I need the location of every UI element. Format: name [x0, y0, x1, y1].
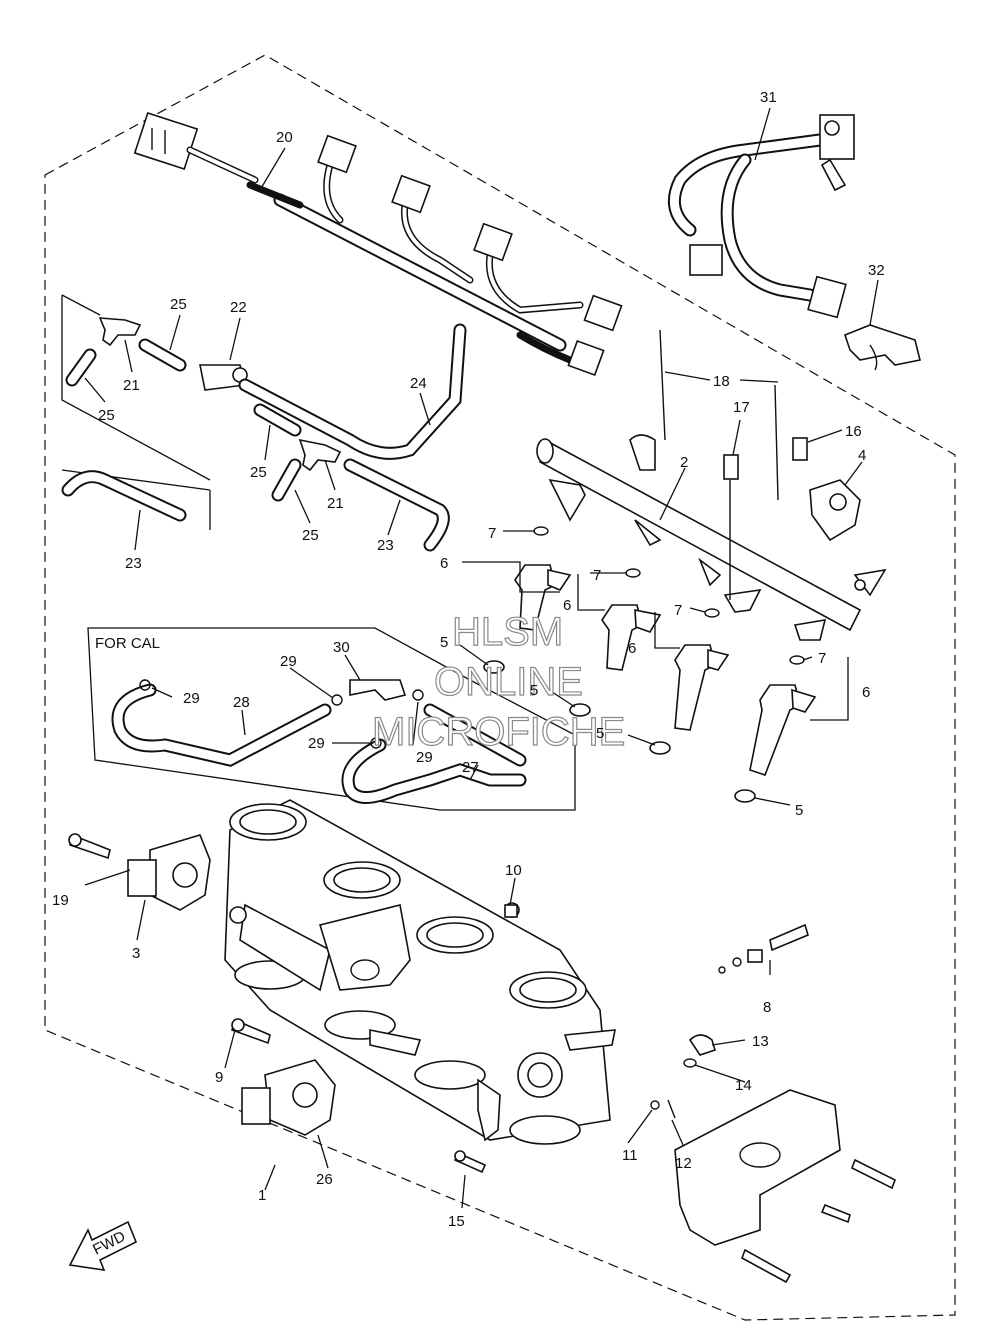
callout-19: 19 — [52, 892, 69, 909]
callout-23a: 23 — [125, 555, 142, 572]
callout-23b: 23 — [377, 537, 394, 554]
callout-25c: 25 — [250, 464, 267, 481]
callout-2: 2 — [680, 454, 688, 471]
callout-12: 12 — [675, 1155, 692, 1172]
callout-27: 27 — [462, 759, 479, 776]
callout-8: 8 — [763, 999, 771, 1016]
throttle-position-sensor-26 — [231, 1018, 336, 1136]
callout-9: 9 — [215, 1069, 223, 1086]
for-cal-box — [87, 627, 576, 811]
callout-7d: 7 — [818, 650, 826, 667]
callout-6c: 6 — [628, 640, 636, 657]
callout-11: 11 — [622, 1147, 638, 1164]
callout-6d: 6 — [862, 684, 870, 701]
injector-2 — [569, 568, 662, 717]
callout-29d: 29 — [416, 749, 433, 766]
watermark-line-3: MICROFICHE — [372, 710, 625, 754]
callout-29c: 29 — [308, 735, 325, 752]
callout-14: 14 — [735, 1077, 752, 1094]
callout-5c: 5 — [596, 725, 604, 742]
leader-lines — [84, 107, 879, 1209]
callout-10: 10 — [505, 862, 522, 879]
callout-1: 1 — [258, 1187, 266, 1204]
callout-5b: 5 — [530, 682, 538, 699]
callout-32: 32 — [868, 262, 885, 279]
callout-3: 3 — [132, 945, 140, 962]
cover-plate — [674, 1089, 897, 1284]
callout-20: 20 — [276, 129, 293, 146]
callout-5d: 5 — [795, 802, 803, 819]
callout-21b: 21 — [327, 495, 344, 512]
callout-17: 17 — [733, 399, 750, 416]
callout-5a: 5 — [440, 634, 448, 651]
callout-30: 30 — [333, 639, 350, 656]
watermark-line-2: ONLINE — [434, 660, 583, 704]
callout-29a: 29 — [280, 653, 297, 670]
clamp-bracket — [844, 324, 921, 371]
callout-15: 15 — [448, 1213, 465, 1230]
callout-26: 26 — [316, 1171, 333, 1188]
callout-25b: 25 — [98, 407, 115, 424]
sub-wire-lead — [667, 114, 855, 319]
callout-6b: 6 — [563, 597, 571, 614]
callout-7b: 7 — [593, 567, 601, 584]
callout-28: 28 — [233, 694, 250, 711]
injector-3 — [649, 608, 730, 755]
hose-clips — [659, 329, 779, 501]
callout-16: 16 — [845, 423, 862, 440]
pressure-sensor — [723, 437, 861, 600]
injector-1 — [483, 526, 572, 674]
wire-harness — [133, 111, 623, 377]
small-hardware — [453, 904, 809, 1174]
hose-kit-left — [61, 294, 467, 552]
callout-24: 24 — [410, 375, 427, 392]
callout-6a: 6 — [440, 555, 448, 572]
callout-7a: 7 — [488, 525, 496, 542]
callout-21a: 21 — [123, 377, 140, 394]
for-cal-label: FOR CAL — [95, 635, 160, 652]
injector-4 — [734, 655, 817, 803]
callout-29b: 29 — [183, 690, 200, 707]
callout-18: 18 — [713, 373, 730, 390]
callout-22: 22 — [230, 299, 247, 316]
watermark-line-1: HLSM — [452, 610, 563, 654]
fwd-arrow: FWD — [68, 1220, 138, 1271]
throttle-body — [224, 799, 616, 1145]
callout-31: 31 — [760, 89, 777, 106]
callout-13: 13 — [752, 1033, 769, 1050]
watermark: HLSM ONLINE MICROFICHE — [371, 609, 626, 754]
callouts: 1 2 3 4 5 5 5 5 6 6 6 6 7 7 7 7 8 9 10 1… — [52, 89, 885, 1230]
fuel-rail — [536, 434, 887, 641]
callout-4: 4 — [858, 447, 866, 464]
callout-25a: 25 — [170, 296, 187, 313]
throttle-position-sensor-3 — [68, 833, 211, 911]
callout-7c: 7 — [674, 602, 682, 619]
assembly-boundary — [44, 54, 956, 1321]
callout-25d: 25 — [302, 527, 319, 544]
